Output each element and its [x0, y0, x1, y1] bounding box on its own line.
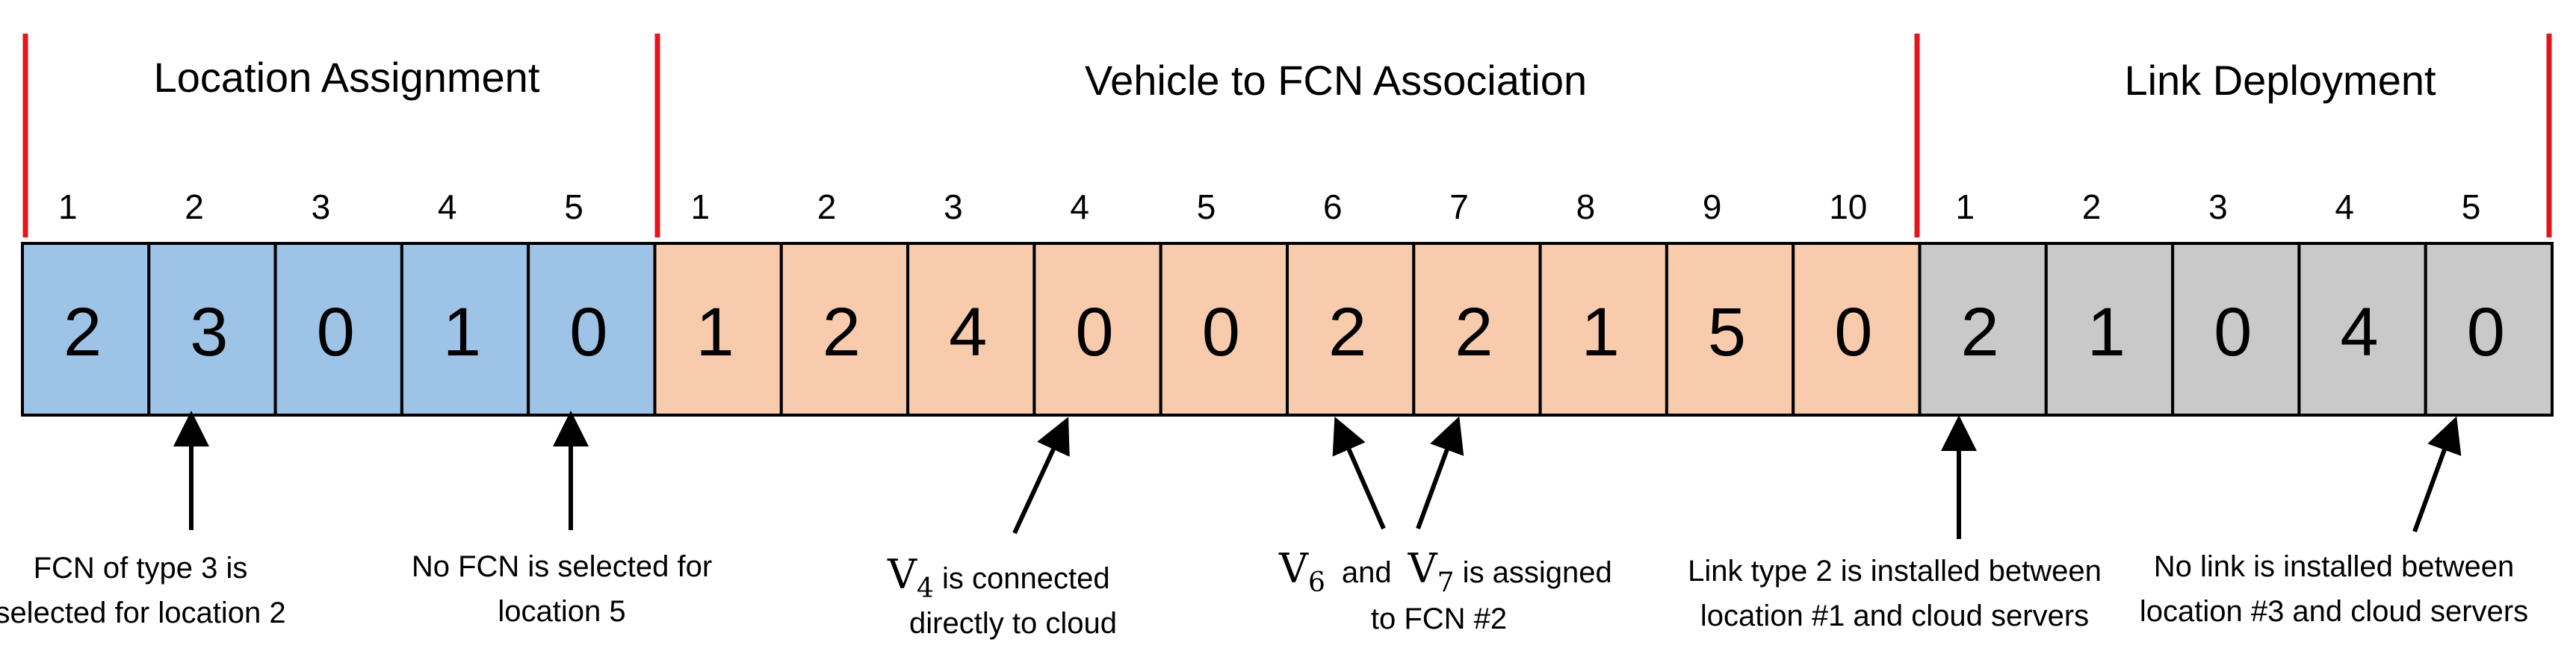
section-title-link-deployment: Link Deployment [2124, 57, 2436, 104]
annotation-line: No link is installed between [2154, 550, 2514, 583]
gene-value: 0 [1834, 294, 1872, 370]
section-title-location-assignment: Location Assignment [154, 54, 540, 101]
annotation-joiner: and [1342, 556, 1392, 589]
annotation-arrows [173, 411, 2462, 539]
gene-cell [2424, 242, 2554, 417]
annotation-line: No FCN is selected for [412, 550, 712, 583]
gene-index: 5 [1197, 187, 1216, 226]
annotation-location-2: FCN of type 3 is selected for location 2 [0, 552, 286, 629]
gene-index: 1 [1956, 187, 1975, 226]
gene-index: 2 [817, 187, 837, 226]
gene-cell [273, 242, 403, 417]
gene-cell [779, 242, 910, 417]
gene-index: 5 [564, 187, 583, 226]
gene-value: 1 [696, 294, 734, 370]
gene-index: 3 [312, 187, 331, 226]
annotation-line: location #1 and cloud servers [1700, 600, 2089, 632]
gene-index: 10 [1829, 187, 1867, 226]
gene-index: 9 [1703, 187, 1722, 226]
annotation-text: is connected [934, 562, 1110, 595]
annotation-line: FCN of type 3 is [34, 552, 248, 585]
gene-cell [1412, 242, 1542, 417]
gene-cell [527, 242, 657, 417]
gene-cell [2044, 242, 2175, 417]
annotation-link-5: No link is installed between location #3… [2140, 550, 2528, 628]
gene-cell [2297, 242, 2427, 417]
math-subscript: 7 [1437, 567, 1455, 598]
gene-value: 1 [443, 294, 481, 370]
gene-index: 2 [185, 187, 204, 226]
gene-cell [1032, 242, 1162, 417]
arrow-vehicle-7 [1416, 416, 1464, 530]
annotation-line: to FCN #2 [1371, 603, 1507, 635]
gene-value: 0 [317, 294, 355, 370]
math-subscript: 6 [1308, 567, 1325, 598]
gene-value: 0 [1075, 294, 1113, 370]
math-variable: V [887, 551, 917, 598]
gene-value: 1 [2087, 294, 2125, 370]
gene-cell [1665, 242, 1795, 417]
gene-value: 4 [2340, 294, 2378, 370]
gene-index: 6 [1323, 187, 1343, 226]
annotation-line: Link type 2 is installed between [1688, 555, 2102, 588]
arrow-link-5 [2412, 416, 2462, 533]
gene-cell [1538, 242, 1668, 417]
math-subscript: 4 [917, 573, 934, 604]
gene-value: 2 [1455, 294, 1493, 370]
gene-value: 0 [569, 294, 607, 370]
gene-cell [1159, 242, 1289, 417]
gene-cell [906, 242, 1036, 417]
gene-value: 3 [190, 294, 228, 370]
gene-index: 5 [2462, 187, 2481, 226]
gene-index: 1 [58, 187, 78, 226]
gene-value: 1 [1582, 294, 1620, 370]
annotation-math-line: V4 is connected [887, 551, 1110, 604]
math-variable: V [1408, 545, 1438, 592]
gene-cell [147, 242, 277, 417]
annotation-line: location 5 [498, 595, 625, 628]
section-title-vehicle-association: Vehicle to FCN Association [1085, 57, 1587, 104]
arrow-vehicle-6 [1332, 417, 1386, 530]
annotation-text: is assigned [1455, 556, 1612, 589]
gene-index: 1 [691, 187, 710, 226]
gene-index: 3 [944, 187, 963, 226]
gene-index: 7 [1449, 187, 1469, 226]
gene-value: 2 [1328, 294, 1366, 370]
gene-cell [653, 242, 783, 417]
gene-value: 0 [2467, 294, 2505, 370]
gene-cells: 2 3 0 1 0 1 2 4 0 0 2 2 1 5 0 2 1 0 4 0 [21, 242, 2554, 417]
gene-value: 0 [2214, 294, 2252, 370]
arrow-vehicle-4 [1012, 417, 1070, 535]
gene-index: 4 [1070, 187, 1089, 226]
gene-index-labels: 1 2 3 4 5 1 2 3 4 5 6 7 8 9 10 1 2 3 4 5 [58, 187, 2480, 226]
gene-value: 2 [823, 294, 861, 370]
gene-index: 4 [438, 187, 457, 226]
math-variable: V [1278, 545, 1309, 592]
gene-index: 8 [1576, 187, 1596, 226]
gene-cell [21, 242, 151, 417]
gene-index: 4 [2335, 187, 2354, 226]
gene-index: 3 [2208, 187, 2228, 226]
gene-value: 2 [64, 294, 102, 370]
gene-value: 5 [1708, 294, 1746, 370]
gene-value: 2 [1961, 294, 1999, 370]
gene-value: 4 [949, 294, 987, 370]
annotation-line: directly to cloud [909, 607, 1117, 640]
annotation-line: selected for location 2 [0, 597, 286, 629]
gene-value: 0 [1202, 294, 1240, 370]
annotation-location-5: No FCN is selected for location 5 [412, 550, 712, 628]
annotation-link-1: Link type 2 is installed between locatio… [1688, 555, 2102, 632]
section-dividers [22, 34, 2552, 237]
annotation-vehicle-4: V4 is connected directly to cloud [887, 551, 1117, 640]
gene-index: 2 [2082, 187, 2102, 226]
gene-cell [1918, 242, 2048, 417]
annotation-line: location #3 and cloud servers [2140, 595, 2528, 628]
gene-cell [2171, 242, 2301, 417]
